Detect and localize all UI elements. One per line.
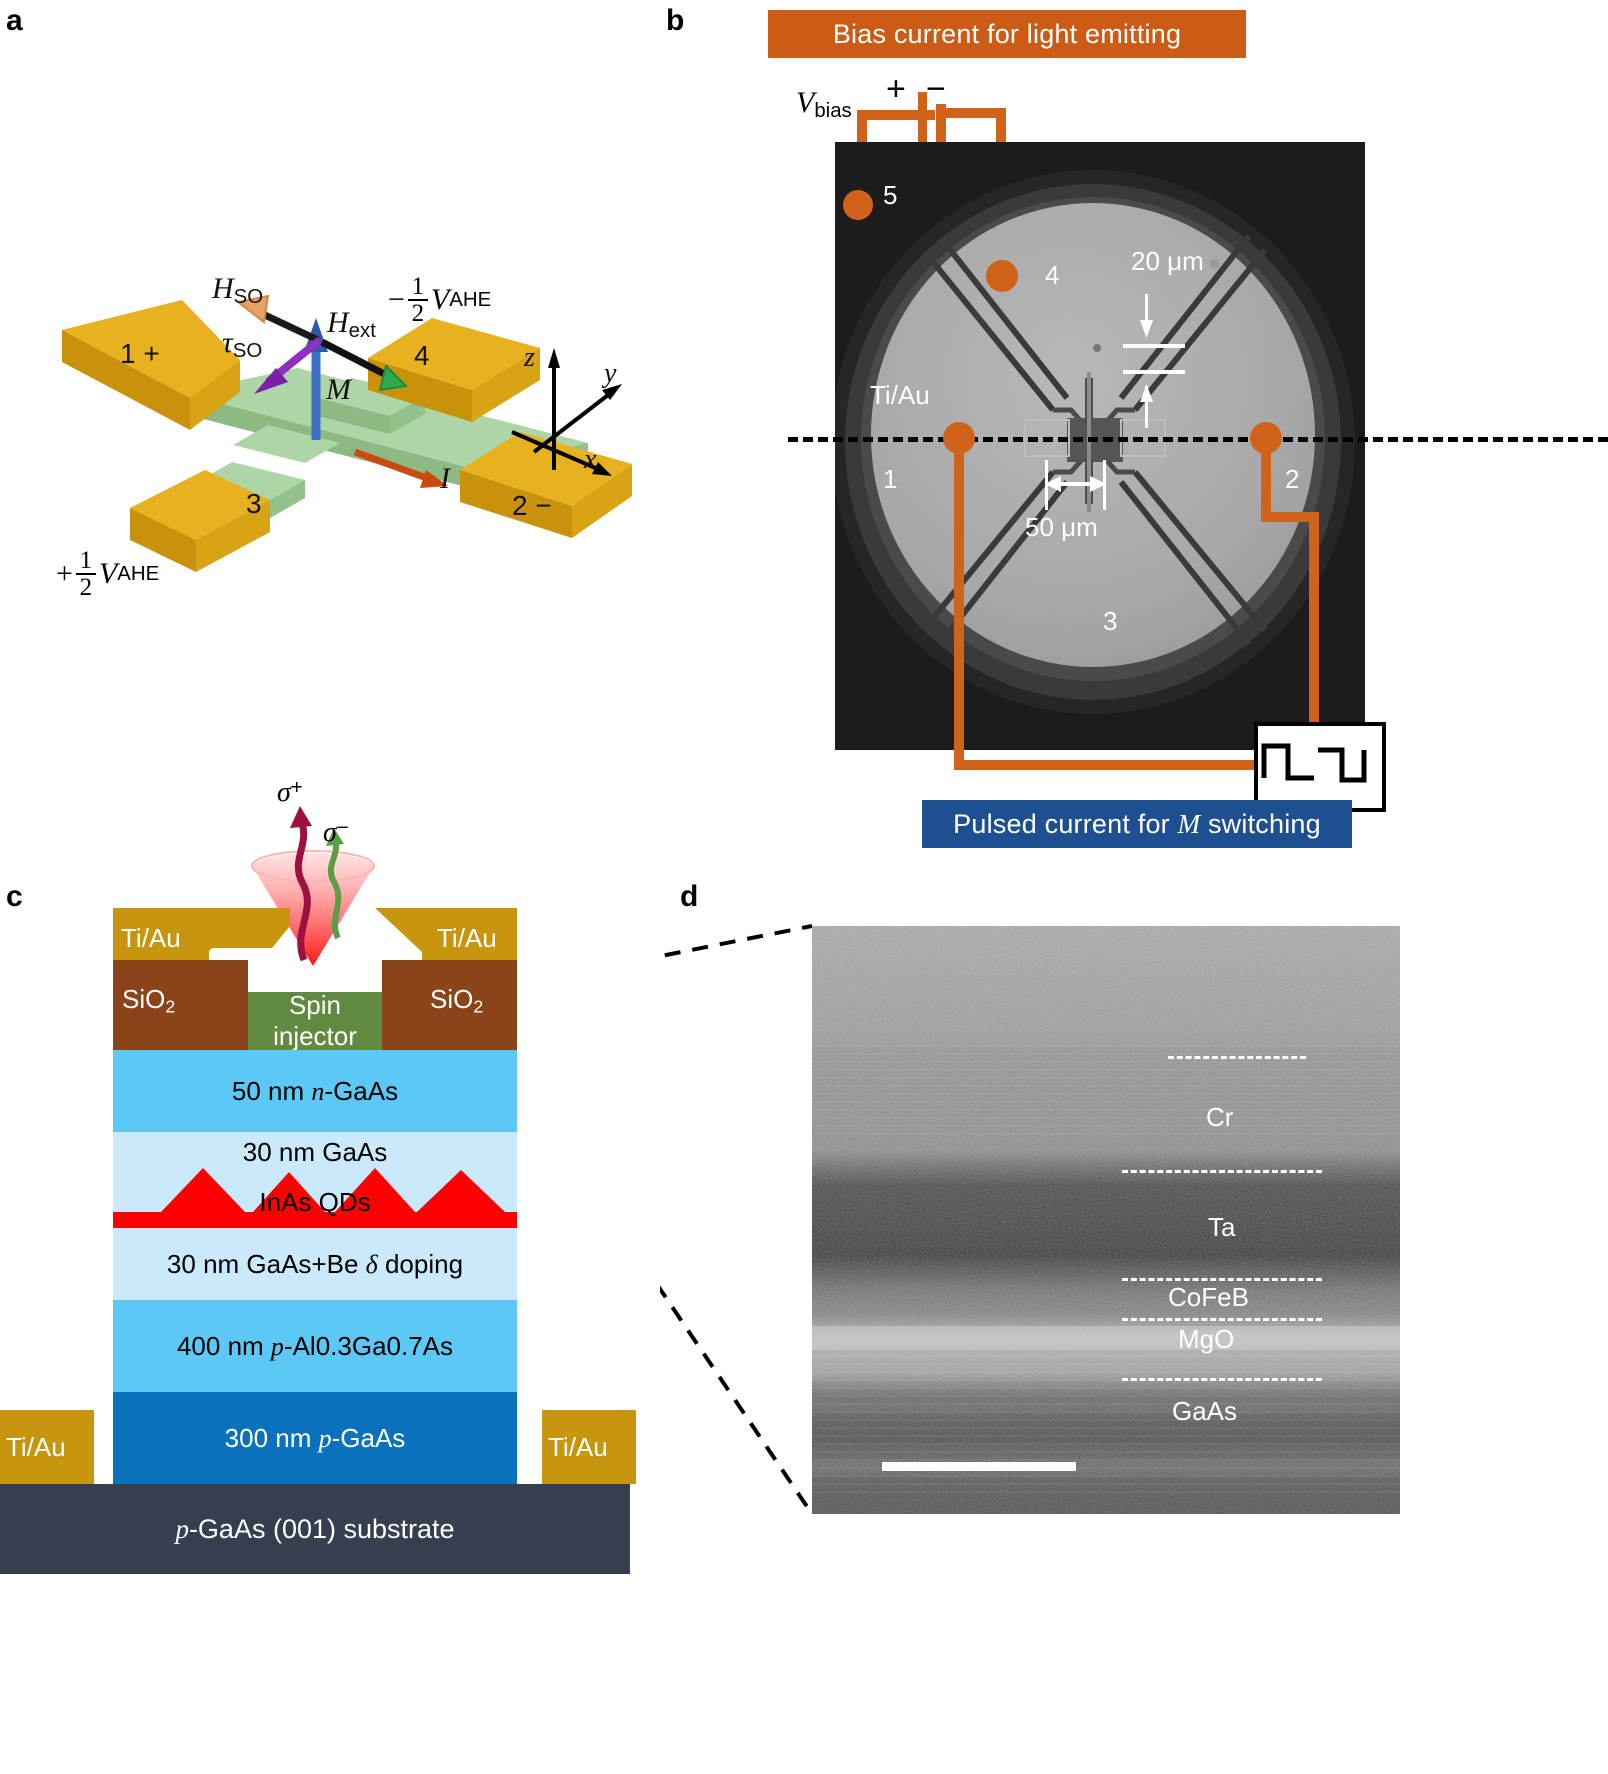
layer-be-doping: 30 nm GaAs+Be δ doping	[113, 1228, 517, 1300]
pad-3	[130, 470, 270, 572]
wire-1-right	[954, 760, 1254, 770]
emission-cone	[251, 850, 375, 966]
contact-3-label: 3	[1103, 606, 1118, 636]
tem-label-cofeb: CoFeB	[1168, 1282, 1249, 1312]
contact-2-label: 2	[1285, 464, 1300, 494]
vbias-label: Vbias	[796, 86, 852, 123]
battery-plus-sign: +	[886, 70, 906, 108]
layer-gaas-30-text: 30 nm GaAs	[242, 1136, 388, 1167]
layer-p-gaas: 300 nm p-GaAs	[113, 1392, 517, 1484]
sio2-left-label: SiO2	[122, 984, 176, 1017]
axis-label-x: x	[584, 444, 597, 475]
label-tau-SO: τSO	[222, 326, 263, 363]
axis-label-z: z	[524, 342, 535, 373]
panel-b-letter: b	[666, 4, 685, 37]
scale-20um-label: 20 μm	[1131, 246, 1204, 276]
vector-tau-SO	[254, 336, 323, 394]
layer-substrate: p-GaAs (001) substrate	[0, 1484, 630, 1574]
wire-2-down2	[1309, 512, 1319, 742]
interface-dash-cr-top	[1168, 1056, 1306, 1059]
interface-dash-cr-ta	[1122, 1170, 1322, 1173]
spin-injector-layer: Spin injector	[248, 990, 382, 1051]
pulsed-current-text: Pulsed current for M switching	[953, 808, 1321, 839]
panel-a: a	[0, 0, 660, 640]
wire-2-down	[1261, 440, 1271, 520]
tem-image: Cr Ta CoFeB MgO GaAs	[812, 926, 1400, 1514]
sio2-right-block	[382, 960, 517, 1050]
inas-qds-label: InAs QDs	[259, 1186, 371, 1217]
axis-triad	[511, 348, 622, 476]
wire-to-5	[853, 196, 863, 204]
contact-dot-4	[986, 260, 1018, 292]
contact-dot-5	[843, 190, 873, 220]
layer-n-gaas-text: 50 nm n-GaAs	[231, 1075, 399, 1106]
interface-dash-mgo-gaas	[1122, 1378, 1322, 1381]
battery-minus-sign: −	[926, 70, 946, 108]
layer-n-gaas: 50 nm n-GaAs	[113, 1050, 517, 1132]
vector-H-ext	[320, 338, 409, 392]
arrow-20um-shaft-top	[1145, 294, 1148, 332]
tiau-bottom-left: Ti/Au	[0, 1410, 94, 1484]
sigma-plus-label: σ+	[277, 776, 303, 808]
section-dash-line	[788, 437, 1608, 442]
tem-label-gaas: GaAs	[1172, 1396, 1238, 1426]
battery-short-plate	[936, 104, 946, 154]
layer-algaas: 400 nm p-Al0.3Ga0.7As	[113, 1300, 517, 1392]
label-H-SO: HSO	[212, 272, 264, 309]
panel-d-letter: d	[680, 880, 699, 913]
tiau-top-right-label: Ti/Au	[437, 922, 497, 953]
pulsed-current-banner: Pulsed current for M switching	[922, 800, 1352, 848]
wire-2-right	[1261, 512, 1319, 522]
tiau-top-left-label: Ti/Au	[121, 922, 181, 953]
vector-H-SO	[235, 294, 320, 344]
scale-50um-label: 50 μm	[1025, 512, 1098, 542]
pad-2-label: 2 −	[512, 490, 552, 521]
tem-label-ta: Ta	[1208, 1212, 1236, 1242]
panel-c: c σ+ σ− Ti/Au Ti/Au SiO2	[0, 777, 660, 1774]
contact-1-label: 1	[883, 464, 898, 494]
pad-3-label: 3	[246, 488, 262, 519]
contact-4-label: 4	[1045, 260, 1060, 290]
battery-long-plate	[918, 92, 927, 162]
interface-dash-ta-cofeb	[1122, 1278, 1322, 1281]
tem-label-cr: Cr	[1206, 1102, 1234, 1132]
tiau-bottom-right: Ti/Au	[542, 1410, 636, 1484]
pulse-waveform-icon	[1261, 743, 1367, 783]
wire-1-down	[954, 440, 964, 770]
pad-1-label: 1 +	[120, 338, 160, 369]
panel-b: b Bias current for light emitting Vbias …	[660, 0, 1608, 880]
sigma-arrows	[290, 806, 344, 962]
panel-a-graphic	[62, 294, 632, 572]
zoom-connector-lines	[660, 924, 814, 1516]
pad-4-label: 4	[414, 340, 430, 371]
contact-5-label: 5	[883, 180, 898, 210]
tiau-label: Ti/Au	[870, 380, 930, 410]
vector-I	[353, 448, 448, 488]
sio2-right-label: SiO2	[430, 984, 484, 1017]
optical-micrograph: 20 μm 50 μm Ti/Au 4 1 2 3 5	[835, 142, 1365, 750]
sio2-left-block	[113, 960, 248, 1050]
panel-a-letter: a	[6, 4, 23, 37]
interface-dash-cofeb-mgo	[1122, 1318, 1322, 1321]
pad-2	[460, 432, 632, 538]
inas-qds-shape	[113, 1168, 517, 1228]
panel-c-letter: c	[6, 880, 23, 913]
label-I: I	[440, 462, 450, 495]
label-H-ext: Hext	[327, 306, 376, 343]
tem-label-mgo: MgO	[1178, 1324, 1235, 1354]
axis-label-y: y	[604, 358, 617, 389]
pad-1	[62, 300, 240, 430]
panel-d: d	[660, 880, 1608, 1774]
bias-current-banner: Bias current for light emitting	[768, 10, 1246, 58]
sigma-minus-label: σ−	[323, 816, 349, 848]
label-M: M	[326, 373, 351, 406]
wire-top-left	[857, 110, 935, 120]
wire-battery-right	[946, 108, 1006, 118]
pulse-generator-box[interactable]	[1254, 722, 1386, 812]
